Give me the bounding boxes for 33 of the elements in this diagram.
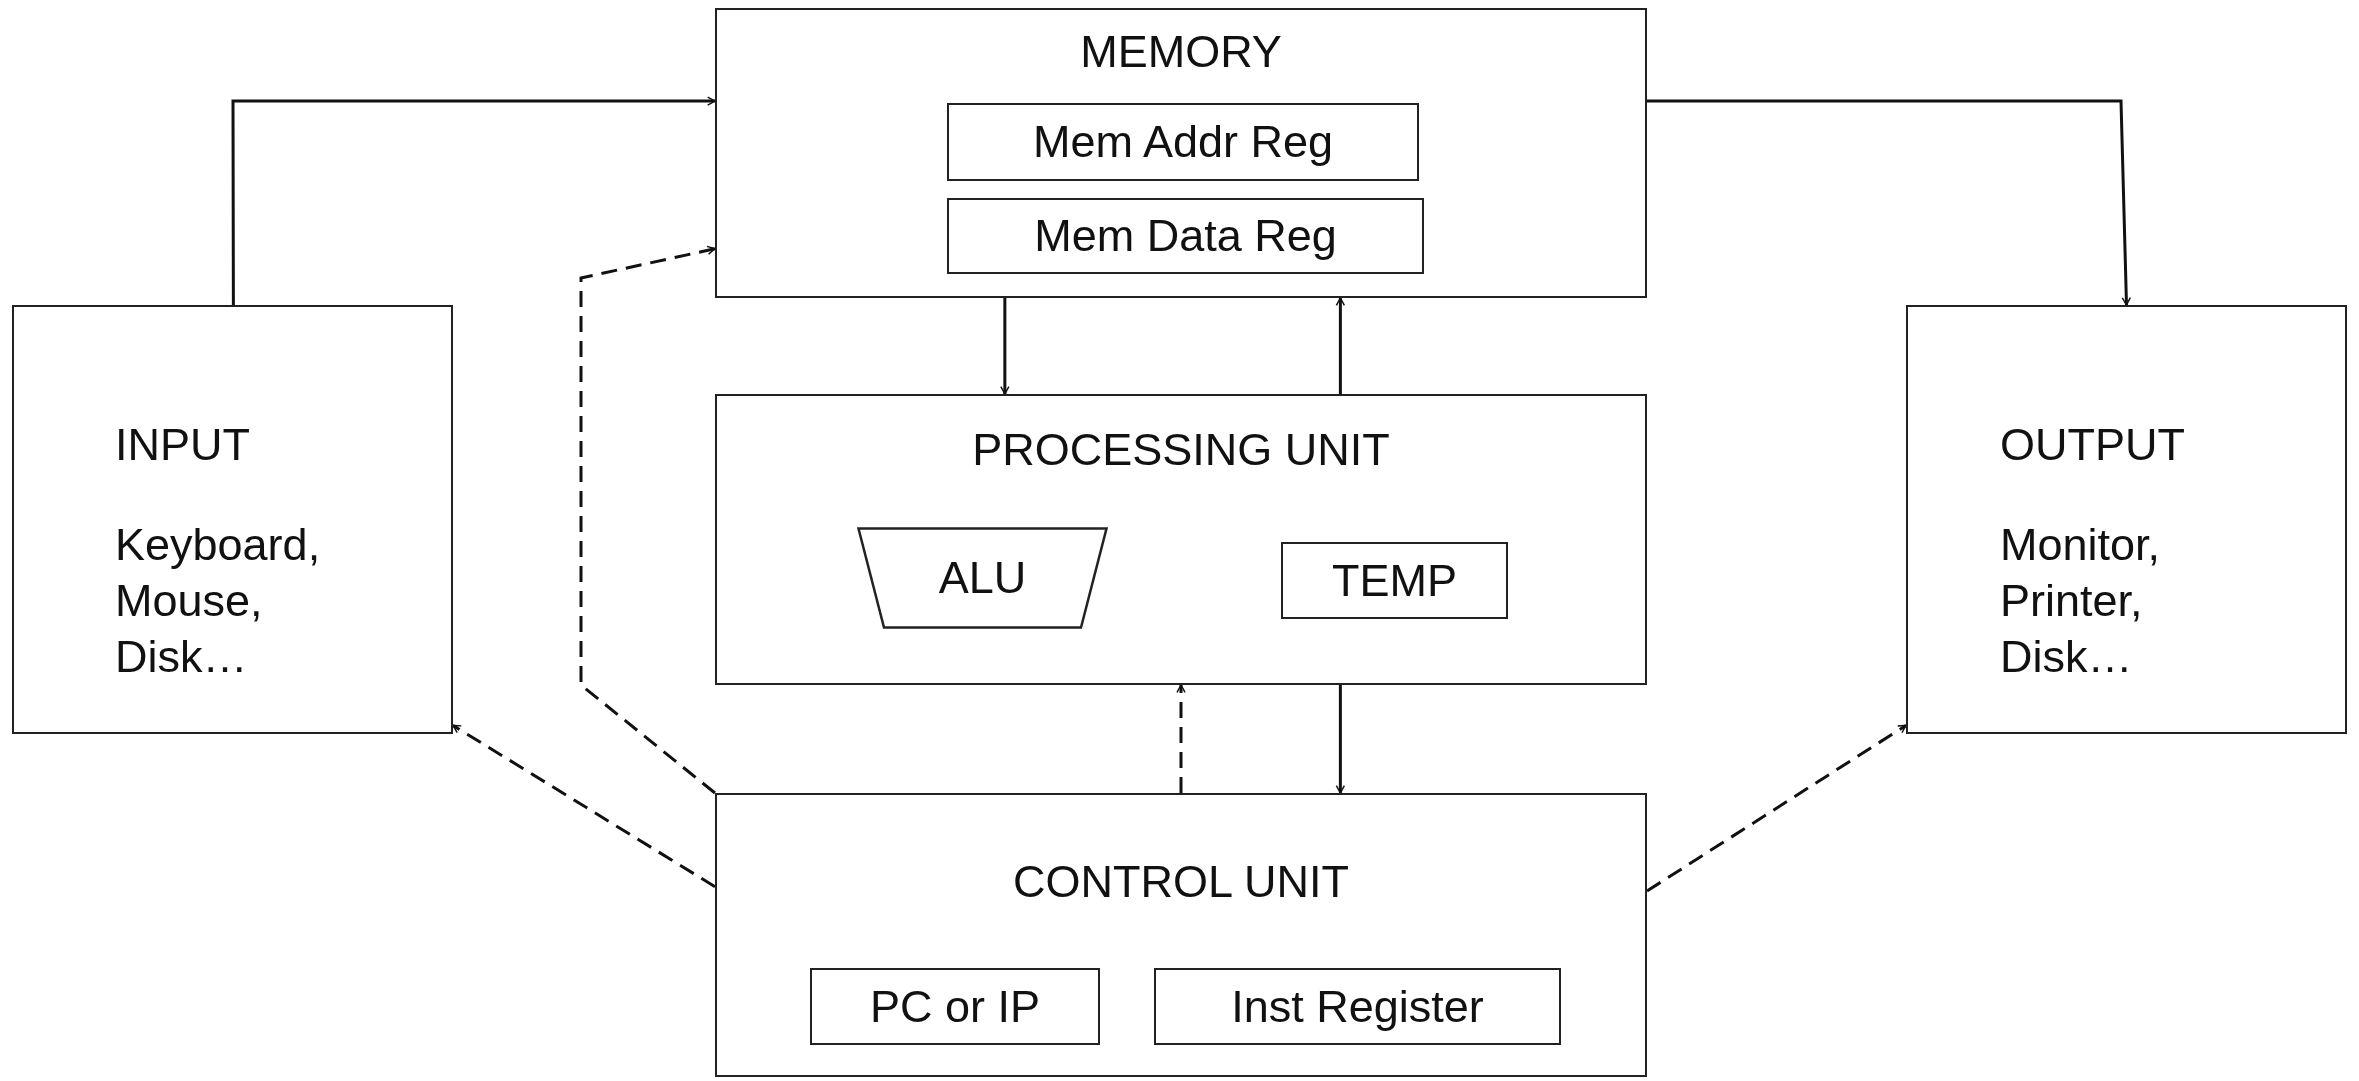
dashed-arrow xyxy=(579,245,716,795)
processing-unit-box xyxy=(715,394,1647,685)
dashed-arrow xyxy=(452,724,716,888)
dashed-arrow xyxy=(1176,684,1186,793)
register-label: Mem Data Reg xyxy=(1034,209,1337,263)
device-list-text: Keyboard, Mouse, Disk… xyxy=(115,518,322,684)
heading-text: CONTROL UNIT xyxy=(1013,855,1349,909)
heading-text: PROCESSING UNIT xyxy=(972,423,1390,477)
register-box xyxy=(1154,968,1561,1045)
arrow xyxy=(1647,99,2132,306)
register-label: TEMP xyxy=(1332,553,1457,608)
register-label: ALU xyxy=(938,551,1027,605)
input-box xyxy=(12,305,453,734)
heading-text: INPUT xyxy=(115,418,250,472)
memory-box xyxy=(715,8,1647,298)
register-box xyxy=(947,103,1419,181)
register-box xyxy=(810,968,1100,1045)
arrow xyxy=(1335,297,1346,394)
register-box xyxy=(947,198,1424,274)
output-box xyxy=(1906,305,2347,734)
register-box xyxy=(1281,542,1508,619)
heading-text: MEMORY xyxy=(1080,25,1282,79)
arrow xyxy=(1000,298,1010,395)
register-label: Mem Addr Reg xyxy=(1032,115,1334,169)
control-unit-box xyxy=(715,793,1647,1077)
register-label: Inst Register xyxy=(1231,979,1484,1034)
arrow xyxy=(1335,685,1346,794)
arrow xyxy=(231,96,716,305)
dashed-arrow xyxy=(1646,724,1907,893)
alu-trapezoid xyxy=(857,527,1108,629)
heading-text: OUTPUT xyxy=(2000,418,2185,472)
device-list-text: Monitor, Printer, Disk… xyxy=(2000,518,2162,684)
register-label: PC or IP xyxy=(870,979,1040,1034)
